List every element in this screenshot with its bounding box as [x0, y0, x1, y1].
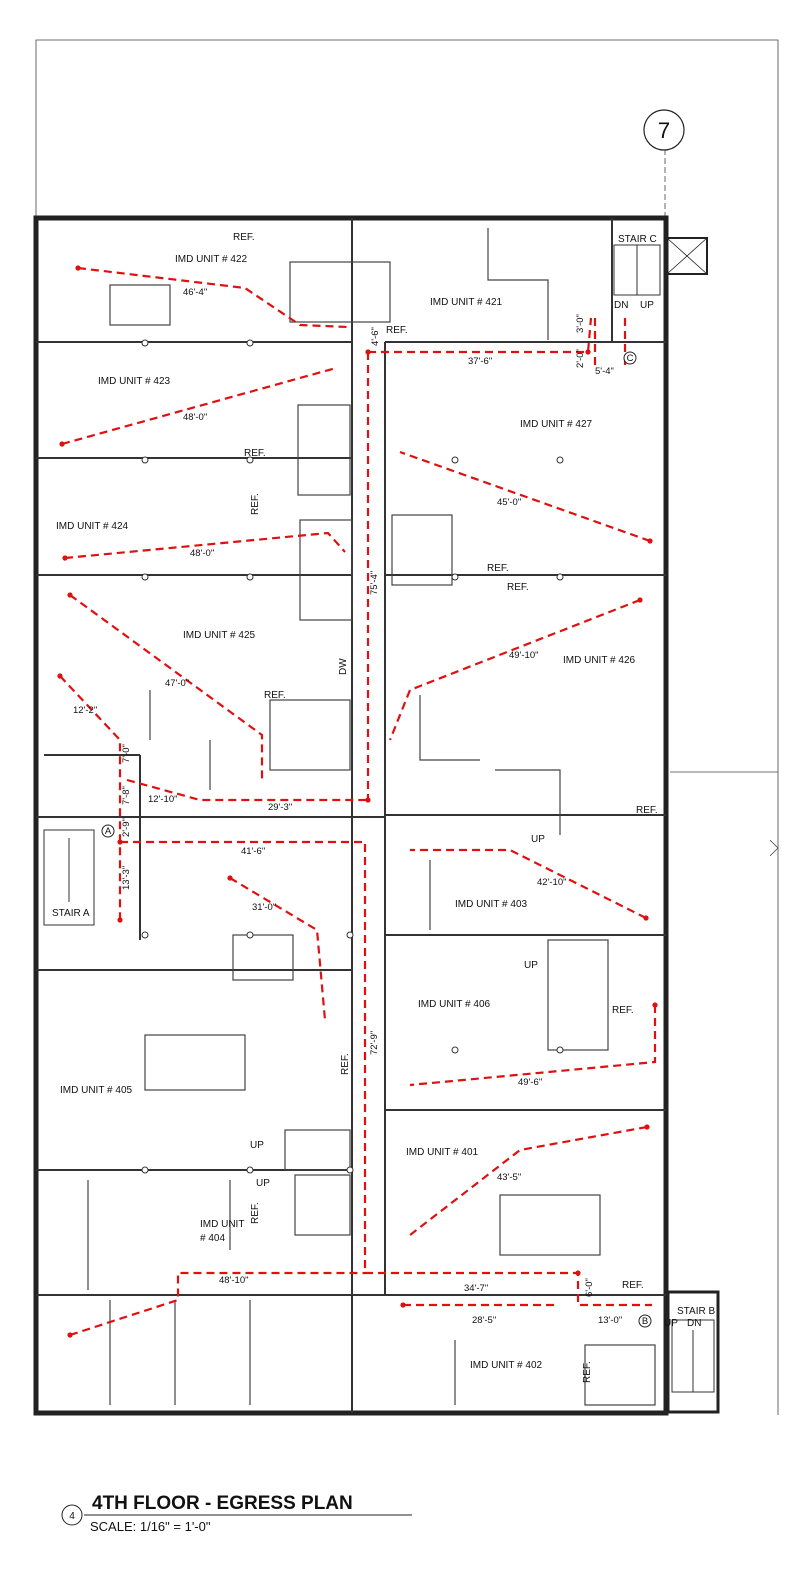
- annotation: DN: [614, 300, 628, 311]
- dimension-label: 6'-0": [584, 1278, 595, 1297]
- columns: [141, 339, 564, 1174]
- dimension-label: 29'-3": [268, 802, 292, 813]
- annotation: REF.: [233, 232, 255, 243]
- unit-label: IMD UNIT # 405: [60, 1085, 132, 1096]
- annotation: REF.: [244, 448, 266, 459]
- stair-label: STAIR A: [52, 908, 90, 919]
- annotation: REF.: [386, 325, 408, 336]
- annotation: UP: [524, 960, 538, 971]
- title-block: 4 4TH FLOOR - EGRESS PLAN SCALE: 1/16" =…: [61, 1493, 412, 1534]
- exit-label: A: [105, 826, 112, 837]
- dimension-label: 45'-0": [497, 497, 521, 508]
- annotation: REF.: [340, 1053, 351, 1075]
- dimension-label: 75'-4": [369, 571, 380, 595]
- unit-label: IMD UNIT # 421: [430, 297, 502, 308]
- dimension-label: 7'-0": [121, 744, 132, 763]
- dimension-label: 48'-0": [183, 412, 207, 423]
- dimension-label: 2'-9": [121, 818, 132, 837]
- dimension-labels: 46'-4" 4'-6" 37'-6" 3'-0" 2'-0" 5'-4" 48…: [73, 287, 622, 1326]
- unit-label: # 404: [200, 1233, 225, 1244]
- stair-wells: [43, 244, 715, 1393]
- grid-bubble: 7: [643, 109, 685, 151]
- unit-label: IMD UNIT # 423: [98, 376, 170, 387]
- annotation: DN: [687, 1318, 701, 1329]
- annotation: DW: [338, 658, 349, 675]
- dimension-label: 72'-9": [369, 1031, 380, 1055]
- annotation: REF.: [507, 582, 529, 593]
- annotation: REF.: [636, 805, 658, 816]
- dimension-label: 37'-6": [468, 356, 492, 367]
- dimension-label: 2'-0": [575, 349, 586, 368]
- dimension-label: 49'-6": [518, 1077, 542, 1088]
- dimension-label: 42'-10": [537, 877, 566, 888]
- annotation: UP: [640, 300, 654, 311]
- dimension-label: 41'-6": [241, 846, 265, 857]
- annotation: REF.: [487, 563, 509, 574]
- dimension-label: 12'-10": [148, 794, 177, 805]
- exit-markers: A B C: [101, 351, 652, 1328]
- exit-label: B: [642, 1316, 648, 1327]
- stair-labels: STAIR C STAIR A STAIR B: [52, 234, 715, 1317]
- unit-label: IMD UNIT # 403: [455, 899, 527, 910]
- fixture-annotations: REF. REF. REF. REF. REF. REF. REF. REF. …: [233, 232, 701, 1383]
- annotation: REF.: [264, 690, 286, 701]
- drawing-title: 4TH FLOOR - EGRESS PLAN: [92, 1493, 353, 1514]
- unit-label: IMD UNIT # 427: [520, 419, 592, 430]
- annotation: REF.: [250, 1202, 261, 1224]
- room-details: [87, 228, 656, 1406]
- stair-label: STAIR C: [618, 234, 657, 245]
- stair-label: STAIR B: [677, 1306, 715, 1317]
- dimension-label: 3'-0": [575, 314, 586, 333]
- property-boundary: [35, 39, 779, 1415]
- annotation: UP: [256, 1178, 270, 1189]
- annotation: REF.: [582, 1361, 593, 1383]
- interior-walls: [36, 218, 666, 1413]
- unit-label: IMD UNIT # 424: [56, 521, 128, 532]
- unit-label: IMD UNIT # 402: [470, 1360, 542, 1371]
- exit-label: C: [627, 353, 634, 364]
- dimension-label: 48'-0": [190, 548, 214, 559]
- annotation: UP: [531, 834, 545, 845]
- dimension-label: 43'-5": [497, 1172, 521, 1183]
- drawing-scale: SCALE: 1/16" = 1'-0": [90, 1519, 211, 1534]
- unit-label: IMD UNIT # 401: [406, 1147, 478, 1158]
- annotation: UP: [664, 1318, 678, 1329]
- dimension-label: 28'-5": [472, 1315, 496, 1326]
- dimension-label: 46'-4": [183, 287, 207, 298]
- annotation: REF.: [250, 493, 261, 515]
- annotation: REF.: [622, 1280, 644, 1291]
- dimension-label: 13'-3": [121, 866, 132, 890]
- dimension-label: 7'-8": [121, 786, 132, 805]
- dimension-label: 4'-6": [370, 327, 381, 346]
- unit-label: IMD UNIT # 406: [418, 999, 490, 1010]
- unit-label: IMD UNIT # 425: [183, 630, 255, 641]
- detail-number: 4: [69, 1511, 75, 1522]
- unit-labels: IMD UNIT # 422 IMD UNIT # 421 IMD UNIT #…: [56, 254, 635, 1371]
- dimension-label: 12'-2": [73, 705, 97, 716]
- dimension-label: 48'-10": [219, 1275, 248, 1286]
- dimension-label: 13'-0": [598, 1315, 622, 1326]
- egress-paths: [57, 265, 658, 1338]
- dimension-label: 5'-4": [595, 366, 614, 377]
- grid-bubble-label: 7: [658, 118, 670, 143]
- unit-label: IMD UNIT # 426: [563, 655, 635, 666]
- dimension-label: 49'-10": [509, 650, 538, 661]
- unit-label: IMD UNIT # 422: [175, 254, 247, 265]
- unit-label: IMD UNIT: [200, 1219, 244, 1230]
- annotation: REF.: [612, 1005, 634, 1016]
- annotation: UP: [250, 1140, 264, 1151]
- dimension-label: 34'-7": [464, 1283, 488, 1294]
- dimension-label: 31'-0": [252, 902, 276, 913]
- dimension-label: 47'-0": [165, 678, 189, 689]
